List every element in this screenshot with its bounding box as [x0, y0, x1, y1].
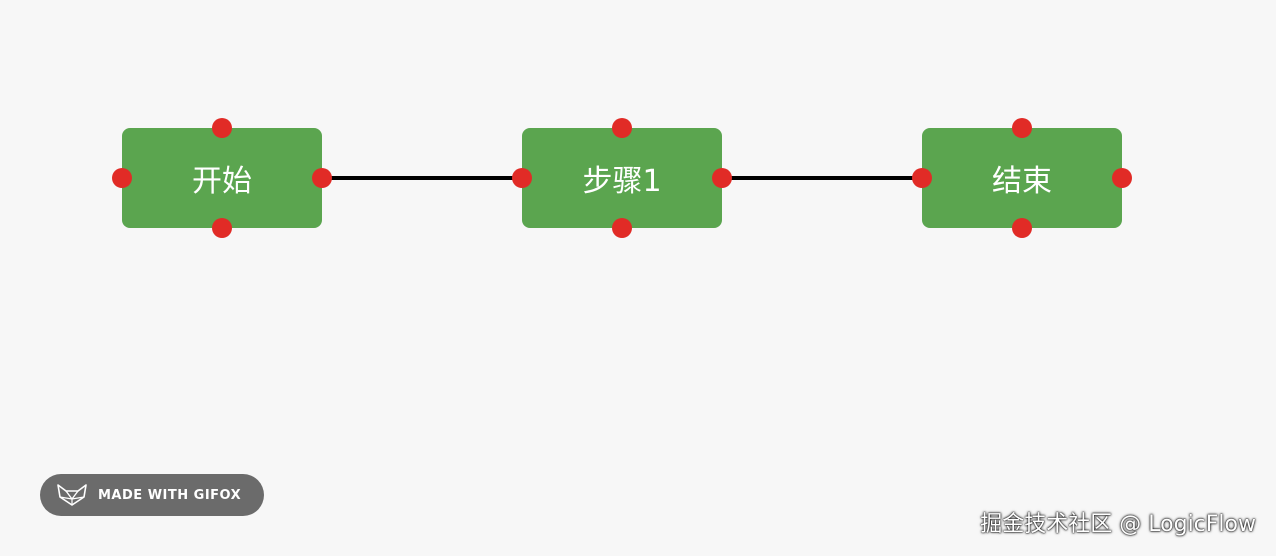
watermark: 掘金技术社区 @ LogicFlow	[980, 512, 1256, 537]
badge-text: MADE WITH GIFOX	[98, 487, 242, 503]
node-label: 开始	[192, 164, 252, 199]
anchor-bottom[interactable]	[612, 218, 632, 238]
node-step1[interactable]: 步骤1	[512, 118, 732, 238]
anchor-right[interactable]	[1112, 168, 1132, 188]
anchor-left[interactable]	[112, 168, 132, 188]
anchor-top[interactable]	[612, 118, 632, 138]
node-label: 步骤1	[582, 164, 662, 199]
fox-logo-icon	[57, 484, 87, 506]
anchor-top[interactable]	[1012, 118, 1032, 138]
anchor-left[interactable]	[912, 168, 932, 188]
anchor-bottom[interactable]	[212, 218, 232, 238]
anchor-right[interactable]	[312, 168, 332, 188]
anchor-right[interactable]	[712, 168, 732, 188]
node-label: 结束	[992, 164, 1052, 199]
node-start[interactable]: 开始	[112, 118, 332, 238]
gifox-badge: MADE WITH GIFOX	[40, 474, 264, 516]
node-end[interactable]: 结束	[912, 118, 1132, 238]
anchor-top[interactable]	[212, 118, 232, 138]
anchor-left[interactable]	[512, 168, 532, 188]
anchor-bottom[interactable]	[1012, 218, 1032, 238]
